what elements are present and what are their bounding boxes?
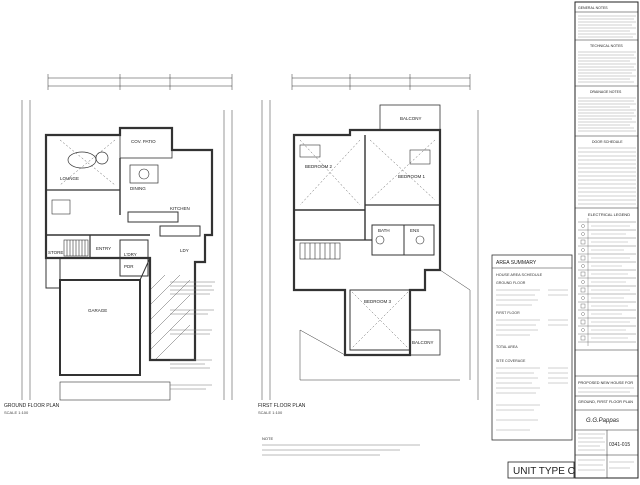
area-total: TOTAL AREA bbox=[496, 345, 518, 349]
room-label-bedroom-1: BEDROOM 1 bbox=[398, 174, 426, 179]
ground-plan-title: GROUND FLOOR PLAN bbox=[4, 403, 60, 409]
area-site-coverage: SITE COVERAGE bbox=[496, 359, 526, 363]
door-schedule-heading: DOOR SCHEDULE bbox=[592, 140, 623, 144]
first-plan-scale: SCALE 1:100 bbox=[258, 410, 283, 415]
project-description-line2: GROUND, FIRST FLOOR PLAN bbox=[578, 400, 633, 404]
drainage-notes-heading: DRAINAGE NOTES bbox=[590, 90, 622, 94]
room-label-laundry: L'DRY bbox=[124, 252, 137, 257]
firm-logo-text: G.G.Pappas bbox=[586, 418, 619, 424]
room-label-store: STORE bbox=[48, 250, 63, 255]
room-label-pdr: PDR bbox=[124, 264, 134, 269]
room-label-ldy: LDY bbox=[180, 248, 189, 253]
area-first-floor: FIRST FLOOR bbox=[496, 311, 520, 315]
ground-plan-scale: SCALE 1:100 bbox=[4, 410, 29, 415]
room-label-lounge: LOUNGE bbox=[60, 176, 79, 181]
first-room-labels: BEDROOM 2 BEDROOM 1 BEDROOM 3 BALCONY BA… bbox=[305, 116, 434, 345]
room-label-balcony-top: BALCONY bbox=[400, 116, 422, 121]
room-label-bedroom-2: BEDROOM 2 bbox=[305, 164, 333, 169]
area-summary-table: AREA SUMMARY HOUSE AREA SCHEDULE GROUND … bbox=[491, 254, 573, 441]
room-label-cov-patio: COV. PATIO bbox=[131, 139, 156, 144]
area-schedule-heading: HOUSE AREA SCHEDULE bbox=[496, 273, 543, 277]
general-notes-heading: GENERAL NOTES bbox=[578, 6, 608, 10]
room-label-garage: GARAGE bbox=[88, 308, 107, 313]
title-block-panel: GENERAL NOTES TECHNICAL NOTES DRAINAGE N… bbox=[574, 1, 639, 479]
technical-notes-heading: TECHNICAL NOTES bbox=[590, 44, 623, 48]
room-label-ens: ENS bbox=[410, 228, 419, 233]
room-label-kitchen: KITCHEN bbox=[170, 206, 190, 211]
first-plan-title: FIRST FLOOR PLAN bbox=[258, 403, 306, 409]
first-floor-plan bbox=[261, 74, 479, 400]
room-label-bath: BATH bbox=[378, 228, 390, 233]
project-description-line1: PROPOSED NEW HOUSE FOR bbox=[578, 381, 633, 385]
area-summary-title: AREA SUMMARY bbox=[496, 260, 537, 266]
room-label-bedroom-3: BEDROOM 3 bbox=[364, 299, 392, 304]
ground-room-labels: COV. PATIO LOUNGE DINING KITCHEN GARAGE … bbox=[48, 139, 190, 313]
bottom-note-lines bbox=[262, 444, 420, 456]
electrical-legend-heading: ELECTRICAL LEGEND bbox=[588, 212, 630, 217]
ground-floor-plan bbox=[21, 74, 233, 401]
unit-type-label: UNIT TYPE C bbox=[507, 461, 575, 479]
drawing-number: 0341-015 bbox=[609, 442, 630, 448]
area-ground-floor: GROUND FLOOR bbox=[496, 281, 526, 285]
room-label-dining: DINING bbox=[130, 186, 146, 191]
bottom-note-heading: NOTE bbox=[262, 436, 273, 441]
unit-type-text: UNIT TYPE C bbox=[513, 466, 575, 477]
room-label-balcony-bottom: BALCONY bbox=[412, 340, 434, 345]
room-label-entry: ENTRY bbox=[96, 246, 111, 251]
